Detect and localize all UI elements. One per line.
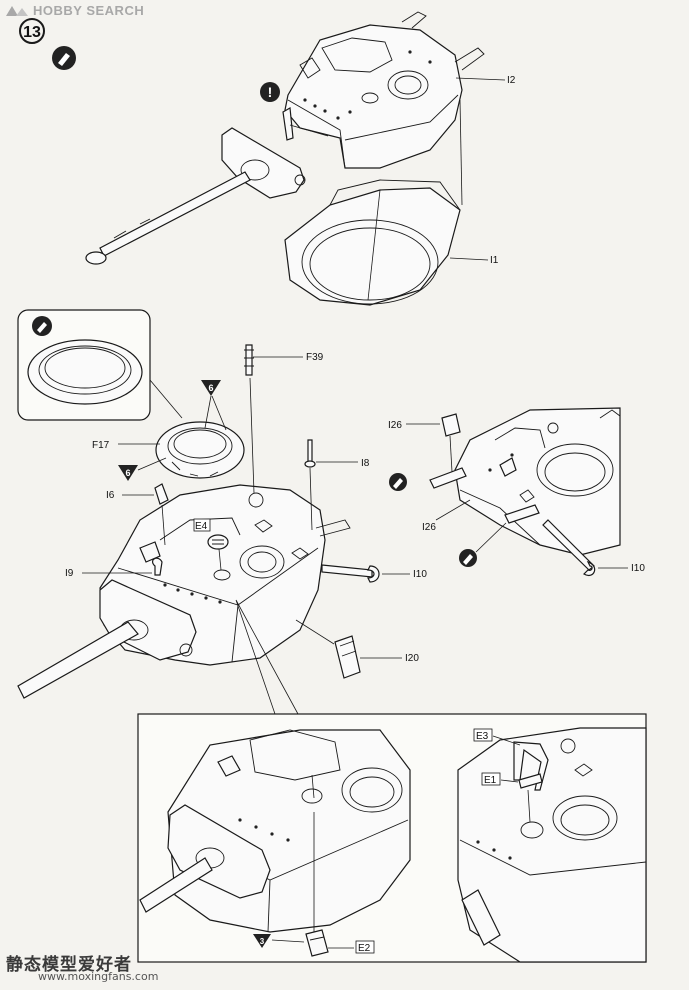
e1-part [518,773,543,789]
leader-line [137,457,167,471]
sequence-badge-3: 3 [253,934,271,948]
assembly-arrow [295,619,335,645]
i26-part-top [441,413,461,437]
assembly-arrow [161,504,166,546]
part-label-f17: F17 [92,440,110,451]
brand-logo: HOBBY SEARCH [4,3,144,18]
i10-handle-part-left [321,564,380,583]
logo-emblem-icon [6,5,28,16]
i8-part [304,439,316,468]
assembly-arrow [218,548,222,571]
f39-antenna-part [244,344,254,376]
part-label-i10-left: I10 [413,569,427,580]
part-label-i10-right: I10 [631,563,645,574]
gun-mantlet-part [85,127,306,265]
part-label-i26-top: I26 [388,420,402,431]
brand-logo-text: HOBBY SEARCH [33,3,145,18]
assembly-arrow [459,99,463,206]
callout-wedge [235,599,299,715]
part-label-f39: F39 [306,352,324,363]
leader-line [435,499,471,521]
part-label-e2: E2 [358,943,371,954]
leader-line [204,395,227,431]
part-label-e3: E3 [476,731,489,742]
part-label-e1: E1 [484,775,497,786]
part-label-i26-bottom: I26 [422,522,436,533]
e1-label-box [481,772,501,786]
i26-rail-part [429,467,467,489]
part-label-i8: I8 [361,458,370,469]
e4-part [207,534,229,550]
watermark-url: www.moxingfans.com [38,970,159,983]
e2-part [305,929,329,957]
svg-text:3: 3 [260,937,265,946]
leader-line [492,735,521,746]
leader-line [271,939,305,943]
part-label-i6: I6 [106,490,115,501]
i26-rail-part-lower [504,504,540,524]
cement-icon [459,549,477,567]
sequence-badge-6b: 6 [118,465,138,481]
turret-ring-part [284,179,461,306]
part-label-e4: E4 [195,521,208,532]
svg-text:6: 6 [125,468,130,478]
ring-detail-inset [17,309,183,421]
leader-line [475,522,507,553]
assembly-arrow [289,124,329,137]
e3-label-box [473,728,493,742]
i20-part [334,635,361,679]
caution-icon: ! [260,82,280,102]
e2-label-box [355,940,375,954]
cement-icon [32,316,52,336]
leader-line [500,779,519,783]
e4-label-box [193,518,211,532]
assembly-arrow [449,435,453,473]
part-label-i20: I20 [405,653,419,664]
i10-handle-part-right [542,519,596,576]
i9-part [151,557,163,576]
watermark-chinese: 静态模型爱好者 [6,955,132,975]
assembly-arrow [527,789,531,823]
pin-part [282,107,294,141]
assembly-arrow [367,189,381,301]
svg-text:6: 6 [208,383,213,393]
step-number: 13 [23,24,41,41]
leader-line [455,77,506,81]
sequence-badge-6a: 6 [201,380,221,396]
part-label-i1: I1 [490,255,499,266]
cement-icon [52,46,76,70]
i6-part [154,483,169,505]
leader-line [449,257,489,261]
assembly-arrow [309,467,313,531]
assembly-arrow [249,377,255,494]
turret-right-partial [454,407,621,556]
turret-upper-part [284,11,485,169]
caution-mark: ! [268,84,273,100]
part-label-i9: I9 [65,568,74,579]
cement-icon [389,473,407,491]
bottom-detail-inset [137,713,647,963]
mantlet-assembled [17,579,197,699]
step-number-badge: 13 [19,18,45,44]
f17-ring-part [155,421,245,479]
part-label-i2: I2 [507,75,516,86]
